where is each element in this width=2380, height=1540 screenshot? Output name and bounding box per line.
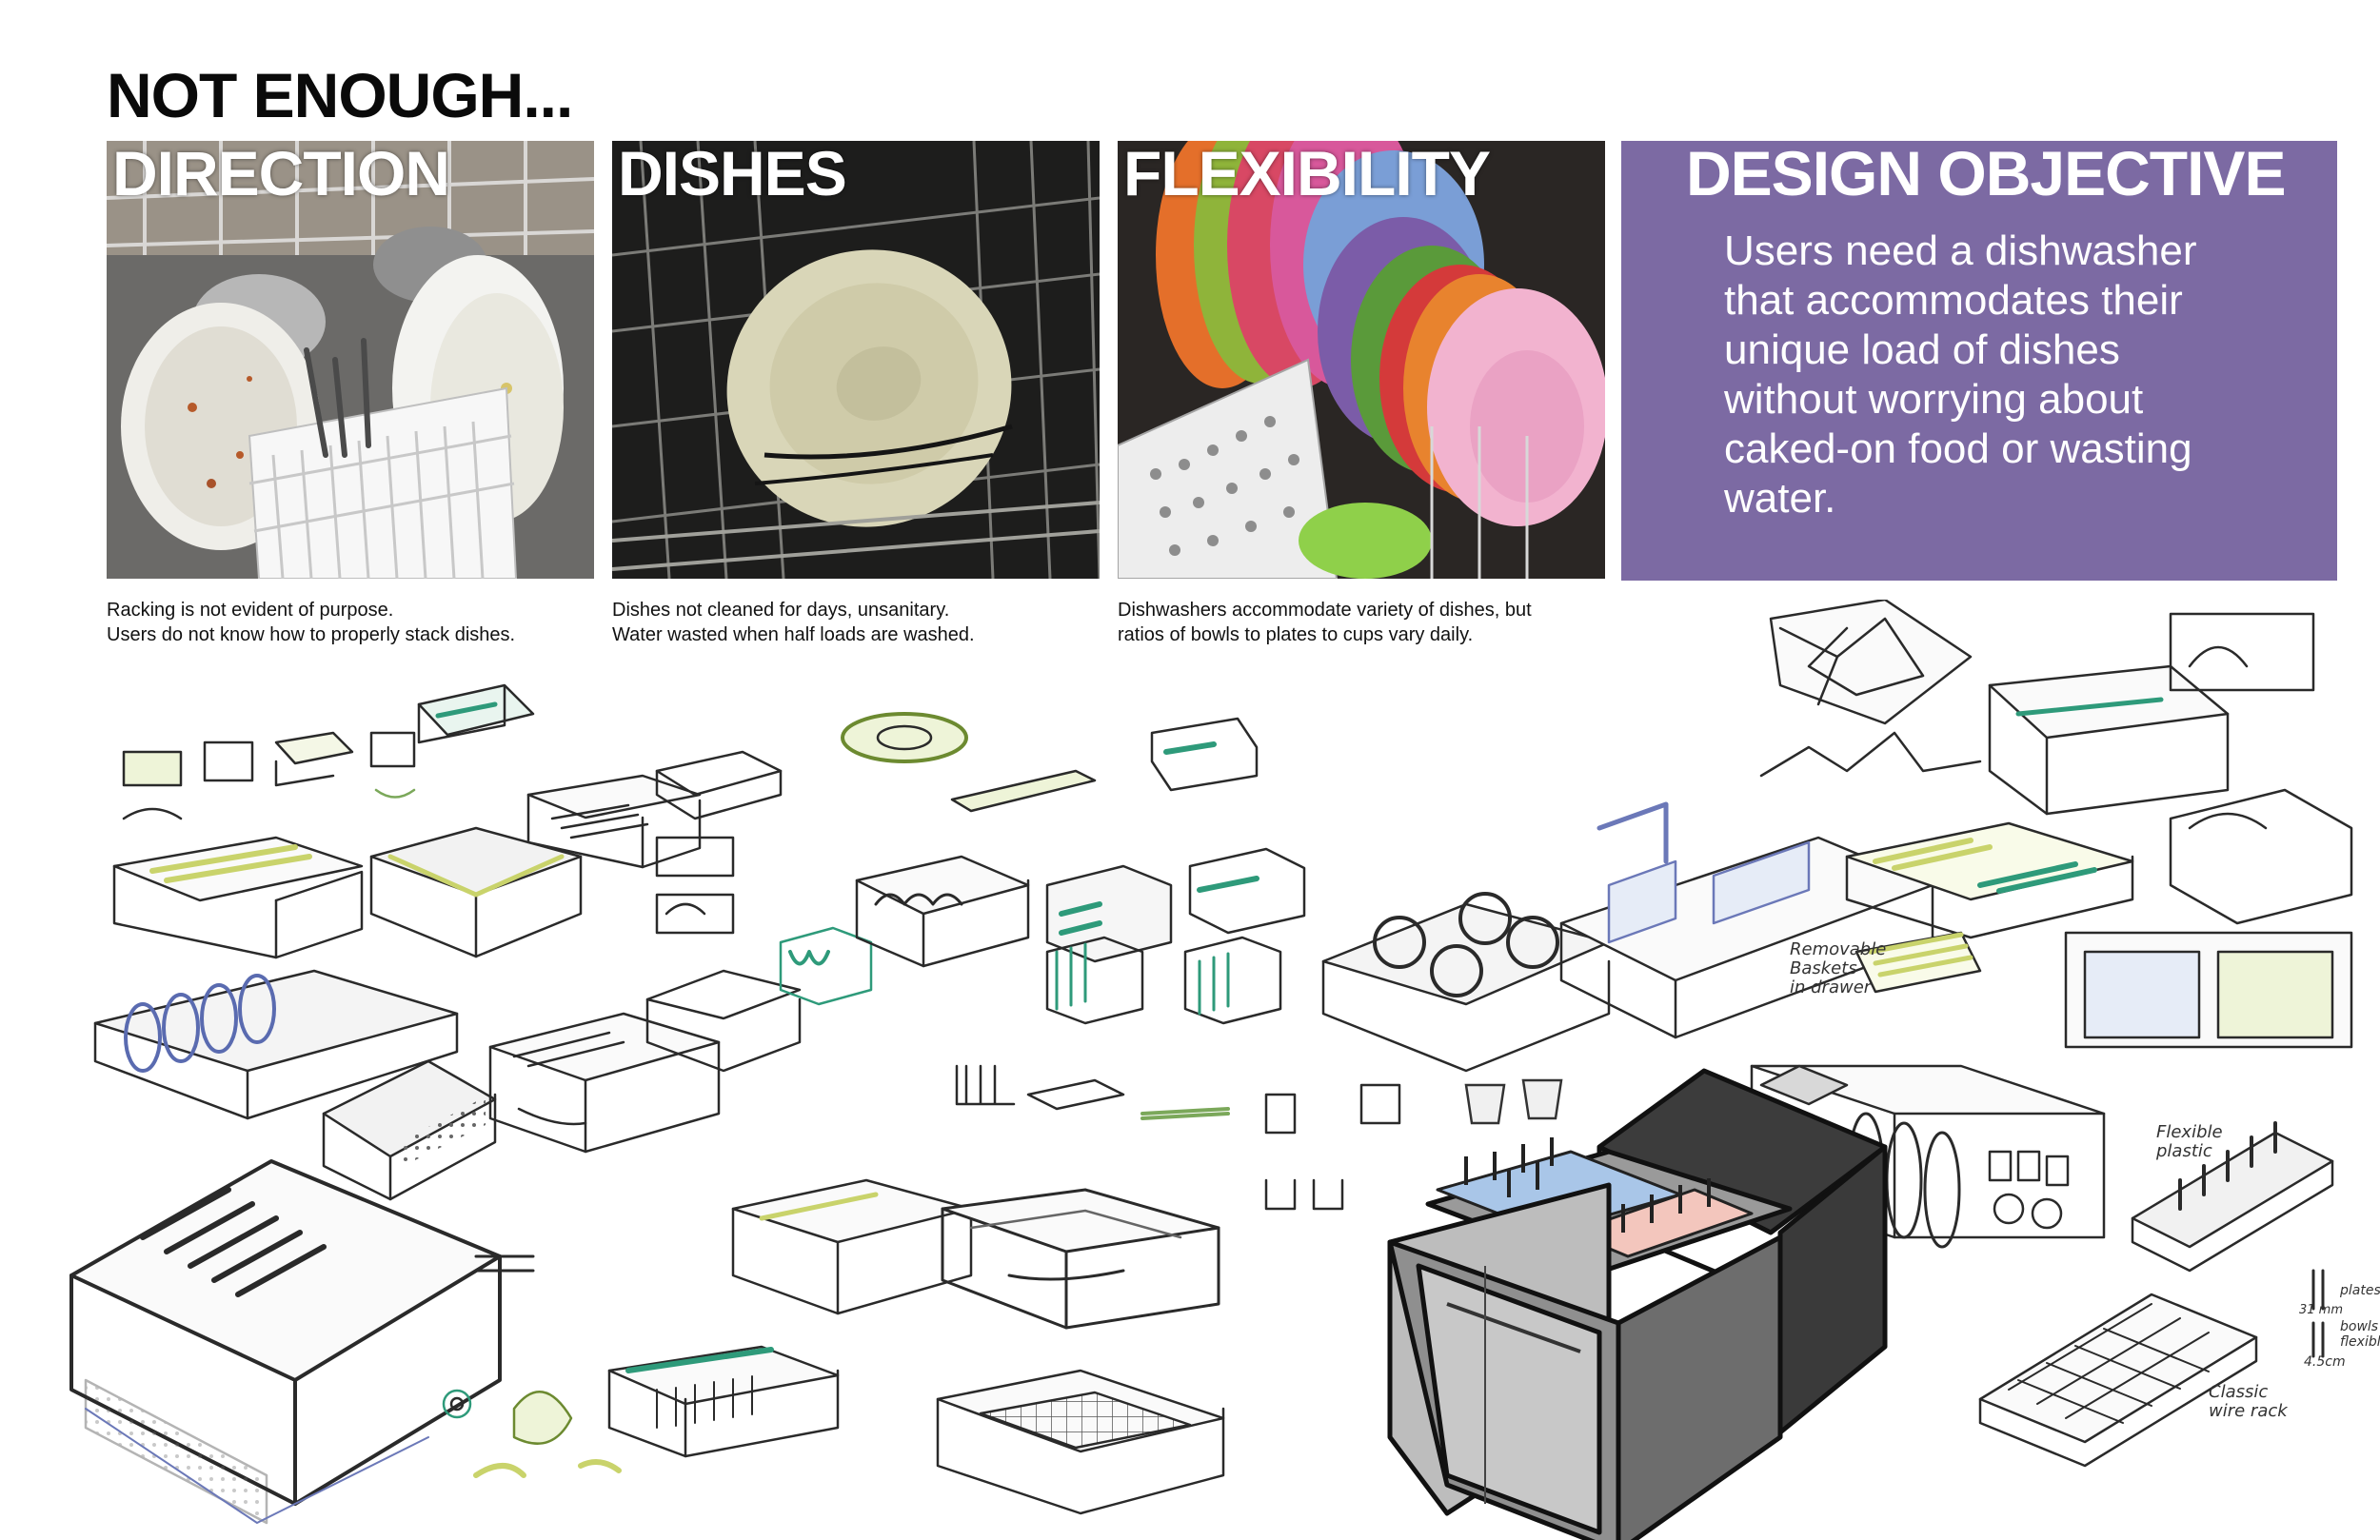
sketch-plate-rack-tray [93, 969, 459, 1120]
objective-title: DESIGN OBJECTIVE [1686, 138, 2286, 208]
sketch-drawer-f [731, 1178, 973, 1315]
objective-line: without worrying about [1724, 376, 2144, 423]
sketch-dishwasher-perspective [1750, 1064, 2106, 1249]
sketch-green-tray [607, 1345, 840, 1458]
sketch-drawer-c [488, 1012, 721, 1154]
sketch-small-parts [122, 683, 535, 820]
note-bowls: bowls [2340, 1319, 2378, 1334]
objective-line: caked-on food or wasting [1724, 425, 2192, 472]
sketch-drawer-d [645, 969, 802, 1073]
sketch-dishwasher-open [1988, 612, 2315, 816]
panel-title: FLEXIBILITY [1123, 141, 1491, 208]
sketch-drawer-e [855, 855, 1030, 968]
note-flexible: Flexible [2156, 1122, 2223, 1142]
sketch-small-racks [955, 1064, 1401, 1211]
caption-line: Dishwashers accommodate variety of dishe… [1118, 600, 1532, 621]
objective-text: Users need a dishwasher that accommodate… [1724, 227, 2295, 523]
design-objective-box: DESIGN OBJECTIVE Users need a dishwasher… [1621, 138, 2337, 581]
sketch-doodles [442, 1254, 622, 1478]
panel-title: DISHES [618, 141, 847, 208]
sketch-four-bowl-tray [1321, 892, 1611, 1073]
caption-line: Water wasted when half loads are washed. [612, 624, 975, 645]
sketch-terrain-mat [1759, 600, 1982, 778]
sketch-cups [1464, 1078, 1563, 1125]
note-wire-rack: wire rack [2209, 1401, 2289, 1421]
note-baskets: Baskets [1790, 958, 1857, 978]
sketch-drawer-removable-baskets [1559, 801, 1934, 1039]
sketch-knife-block [322, 1059, 497, 1201]
caption-line: Dishes not cleaned for days, unsanitary. [612, 600, 950, 621]
photo-panel-dishes: DISHES [612, 141, 1100, 579]
caption-line: Users do not know how to properly stack … [107, 624, 516, 645]
concept-sketches: Removable Baskets in drawer Flexible pla… [69, 600, 2380, 1540]
objective-line: that accommodates their [1724, 277, 2183, 324]
sketch-yellow-green-tray [1845, 821, 2134, 939]
sketch-cup-holders [1045, 717, 1306, 963]
note-removable: Removable [1790, 939, 1886, 959]
caption-flexibility: Dishwashers accommodate variety of dishe… [1118, 598, 1532, 647]
caption-line: ratios of bowls to plates to cups vary d… [1118, 624, 1474, 645]
note-plastic: plastic [2155, 1141, 2212, 1161]
caption-line: Racking is not evident of purpose. [107, 600, 394, 621]
objective-line: Users need a dishwasher [1724, 227, 2197, 274]
note-dim-45cm: 4.5cm [2304, 1354, 2346, 1370]
caption-direction: Racking is not evident of purpose. Users… [107, 598, 515, 647]
photo-dishes [612, 141, 1100, 579]
caption-dishes: Dishes not cleaned for days, unsanitary.… [612, 598, 975, 647]
photo-direction [107, 141, 594, 579]
sketch-long-drawer [941, 1188, 1220, 1330]
render-drawer-dishwasher [1387, 1068, 1888, 1540]
sketch-dish-cutouts [655, 712, 1097, 1006]
photo-panel-direction: DIRECTION [107, 141, 594, 579]
objective-line: water. [1724, 475, 1836, 522]
page-headline: NOT ENOUGH... [107, 60, 573, 130]
photo-panel-flexibility: FLEXIBILITY [1118, 141, 1605, 579]
sketch-basket-grid [936, 1369, 1225, 1515]
note-plates: plates [2339, 1283, 2380, 1298]
note-in-drawer: in drawer [1790, 977, 1873, 997]
sketch-flexible-rack [2131, 1121, 2334, 1273]
sketch-corner-drawer [2064, 788, 2353, 1049]
panel-title: DIRECTION [112, 141, 450, 208]
note-classic: Classic [2209, 1382, 2268, 1402]
sketch-classic-wire-rack [1978, 1269, 2325, 1468]
sketch-utensil-basket [1854, 931, 1982, 994]
note-dim-31mm: 31 mm [2299, 1303, 2343, 1317]
handwritten-notes: Removable Baskets in drawer Flexible pla… [1790, 939, 2380, 1421]
objective-line: unique load of dishes [1724, 326, 2120, 373]
sketch-basket-a [369, 826, 583, 958]
note-flexibly: flexibly [2340, 1334, 2380, 1350]
photo-flexibility [1118, 141, 1605, 579]
sketch-drawer-a [112, 836, 364, 959]
sketch-large-rack-tray [69, 1159, 502, 1525]
sketch-tall-baskets [1045, 936, 1282, 1025]
